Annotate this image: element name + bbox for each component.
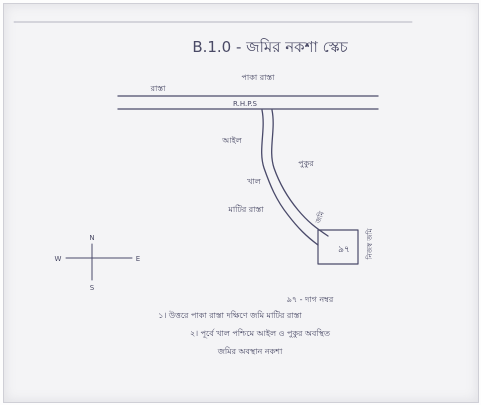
plot-box [317, 229, 359, 265]
path-label-4: মাটির রাস্তা [227, 204, 264, 214]
note-4: জমির অবস্থান নকশা [217, 347, 283, 356]
compass-north: N [89, 234, 94, 242]
note-3: ২। পূর্বে খাল পশ্চিমে আইল ও পুকুর অবস্থি… [190, 329, 331, 338]
road-name-right: পাকা রাস্তা [241, 73, 275, 82]
road-name-left: রাস্তা [150, 84, 166, 93]
plot-number: ৯৭ [338, 245, 350, 255]
path-label-3: খাল [247, 177, 262, 186]
path-label-5: জমি [314, 210, 326, 225]
compass-east: E [136, 255, 140, 263]
path-label-1: আইল [221, 136, 242, 145]
path-line-left [261, 109, 319, 246]
path-line-right [271, 109, 329, 237]
road-label: R.H.P.S [233, 100, 258, 108]
path-label-6: নিজস্ব জমি [366, 228, 374, 260]
sketch-title: B.1.0 - জমির নকশা স্কেচ [192, 38, 348, 56]
compass-south: S [90, 284, 95, 292]
paper-sheet [3, 3, 479, 403]
compass-west: W [55, 255, 62, 263]
path-label-2: পুকুর [298, 159, 314, 168]
note-1: ৯৭ - দাগ নম্বর [287, 295, 334, 304]
note-2: ১। উত্তরে পাকা রাস্তা দক্ষিণে জমি মাটির … [158, 310, 302, 320]
